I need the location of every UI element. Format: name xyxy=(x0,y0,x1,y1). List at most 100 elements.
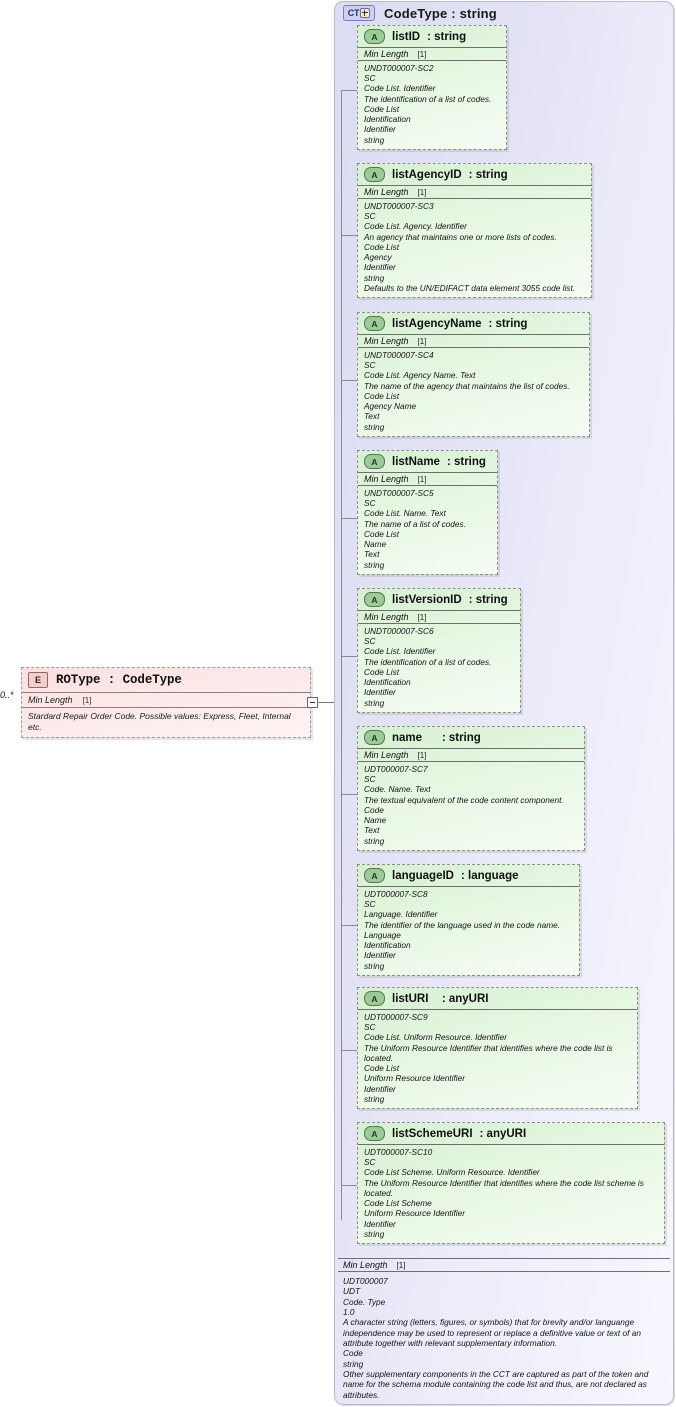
attribute-title-row: A listID : string xyxy=(358,26,506,47)
attribute-title-row: A listAgencyID : string xyxy=(358,164,591,185)
element-documentation: Stardard Repair Order Code. Possible val… xyxy=(22,708,310,737)
attribute-box-name[interactable]: A name : string Min Length [1] UDT000007… xyxy=(357,726,585,851)
attribute-badge: A xyxy=(364,868,385,883)
doc-line: UDT000007-SC10 xyxy=(364,1147,433,1157)
element-title-row: E ROType : CodeType xyxy=(22,668,310,692)
doc-line: Text xyxy=(364,549,380,560)
doc-line: Name xyxy=(364,539,387,550)
doc-line: Code xyxy=(343,1348,363,1359)
attribute-box-listagencyid[interactable]: A listAgencyID : string Min Length [1] U… xyxy=(357,163,592,299)
attribute-badge: A xyxy=(364,454,385,469)
attribute-facet-occurrence: [1] xyxy=(417,337,427,346)
attribute-documentation: UDT000007-SC7 SC Code. Name. Text The te… xyxy=(358,762,584,850)
attribute-title-row: A listURI : anyURI xyxy=(358,988,637,1009)
doc-line: Code List xyxy=(364,666,400,677)
doc-line: Code. Name. Text xyxy=(364,784,431,795)
tree-stub xyxy=(341,794,358,795)
attribute-documentation: UDT000007-SC8 SC Language. Identifier Th… xyxy=(358,886,579,975)
doc-line: Identifier xyxy=(364,1218,396,1229)
doc-line: Code List xyxy=(364,1063,400,1074)
attribute-name: name xyxy=(392,731,435,744)
doc-line: Code List xyxy=(364,390,400,401)
doc-line: Identification xyxy=(364,677,411,688)
attribute-box-listversionid[interactable]: A listVersionID : string Min Length [1] … xyxy=(357,588,521,713)
doc-line: UNDT000007-SC4 xyxy=(364,350,434,360)
doc-line: SC xyxy=(364,1022,376,1033)
attribute-type: : string xyxy=(427,30,467,43)
attribute-badge: A xyxy=(364,991,385,1006)
attribute-box-listid[interactable]: A listID : string Min Length [1] UNDT000… xyxy=(357,25,507,150)
complex-type-header: CT CodeType : string xyxy=(343,5,497,21)
doc-line: string xyxy=(364,1093,385,1104)
attribute-type: : string xyxy=(488,317,528,330)
attribute-name: listURI xyxy=(392,992,435,1005)
doc-line: Language. Identifier xyxy=(364,909,438,920)
attribute-name: listAgencyID xyxy=(392,168,462,181)
attribute-box-languageid[interactable]: A languageID : language UDT000007-SC8 SC… xyxy=(357,864,580,976)
doc-line: The name of a list of codes. xyxy=(364,518,466,529)
doc-line: UDT000007 xyxy=(343,1276,388,1286)
element-facet-occurrence: [1] xyxy=(82,696,92,705)
attribute-box-listname[interactable]: A listName : string Min Length [1] UNDT0… xyxy=(357,450,498,575)
doc-line: SC xyxy=(364,211,376,222)
connector-element-to-type xyxy=(311,702,334,703)
complex-type-badge[interactable]: CT xyxy=(343,5,375,21)
doc-line: UNDT000007-SC3 xyxy=(364,201,434,211)
doc-line: string xyxy=(364,960,385,971)
doc-line: A character string (letters, figures, or… xyxy=(343,1317,641,1348)
attribute-title-row: A name : string xyxy=(358,727,584,748)
tree-stub xyxy=(341,235,358,236)
doc-line: UDT000007-SC7 xyxy=(364,764,428,774)
tree-stub xyxy=(341,518,358,519)
attribute-type: : string xyxy=(468,168,508,181)
tree-rail xyxy=(341,90,342,1220)
doc-line: SC xyxy=(364,360,376,371)
attribute-facet-label: Min Length xyxy=(364,336,409,346)
doc-line: Text xyxy=(364,411,380,422)
attribute-facet-min-length: Min Length [1] xyxy=(358,748,584,762)
doc-line: An agency that maintains one or more lis… xyxy=(364,231,557,242)
doc-line: Uniform Resource Identifier xyxy=(364,1208,465,1219)
element-doc-line: Stardard Repair Order Code. Possible val… xyxy=(28,711,291,732)
attribute-facet-label: Min Length xyxy=(364,474,409,484)
minus-box-icon[interactable] xyxy=(307,697,318,708)
attribute-name: listSchemeURI xyxy=(392,1127,473,1140)
attribute-box-listuri[interactable]: A listURI : anyURI UDT000007-SC9 SC Code… xyxy=(357,987,638,1110)
attribute-facet-label: Min Length xyxy=(364,612,409,622)
doc-line: Code List. Agency. Identifier xyxy=(364,221,467,232)
doc-line: 1.0 xyxy=(343,1306,355,1317)
attribute-facet-occurrence: [1] xyxy=(417,475,427,484)
attribute-box-listagencyname[interactable]: A listAgencyName : string Min Length [1]… xyxy=(357,312,590,437)
attribute-facet-min-length: Min Length [1] xyxy=(358,185,591,199)
tree-stub xyxy=(341,90,358,91)
tree-stub xyxy=(341,380,358,381)
element-facet-min-length: Min Length [1] xyxy=(22,692,310,708)
attribute-badge: A xyxy=(364,167,385,182)
doc-line: The Uniform Resource Identifier that ide… xyxy=(364,1177,644,1198)
attribute-box-listschemeuri[interactable]: A listSchemeURI : anyURI UDT000007-SC10 … xyxy=(357,1122,665,1245)
element-title: ROType : CodeType xyxy=(56,673,182,687)
attribute-badge: A xyxy=(364,592,385,607)
element-box-rotype[interactable]: E ROType : CodeType Min Length [1] Stard… xyxy=(21,667,311,739)
complex-type-badge-label: CT xyxy=(347,7,360,18)
doc-line: UNDT000007-SC2 xyxy=(364,63,434,73)
plus-icon[interactable] xyxy=(360,8,371,18)
doc-line: UNDT000007-SC5 xyxy=(364,488,434,498)
doc-line: Identifier xyxy=(364,687,396,698)
doc-line: Identifier xyxy=(364,262,396,273)
doc-line: SC xyxy=(364,899,376,910)
doc-line: The identifier of the language used in t… xyxy=(364,919,561,930)
doc-line: Defaults to the UN/EDIFACT data element … xyxy=(364,282,576,293)
attribute-type: : anyURI xyxy=(441,992,489,1005)
attribute-title-row: A listVersionID : string xyxy=(358,589,520,610)
attribute-documentation: UDT000007-SC10 SC Code List Scheme. Unif… xyxy=(358,1144,664,1243)
doc-line: SC xyxy=(364,774,376,785)
doc-line: Code List. Identifier xyxy=(364,83,436,94)
doc-line: Name xyxy=(364,815,387,826)
attribute-type: : language xyxy=(460,869,519,882)
doc-line: Code. Type xyxy=(343,1296,386,1307)
attribute-facet-min-length: Min Length [1] xyxy=(358,47,506,61)
attribute-name: listVersionID xyxy=(392,593,462,606)
doc-line: string xyxy=(364,697,385,708)
